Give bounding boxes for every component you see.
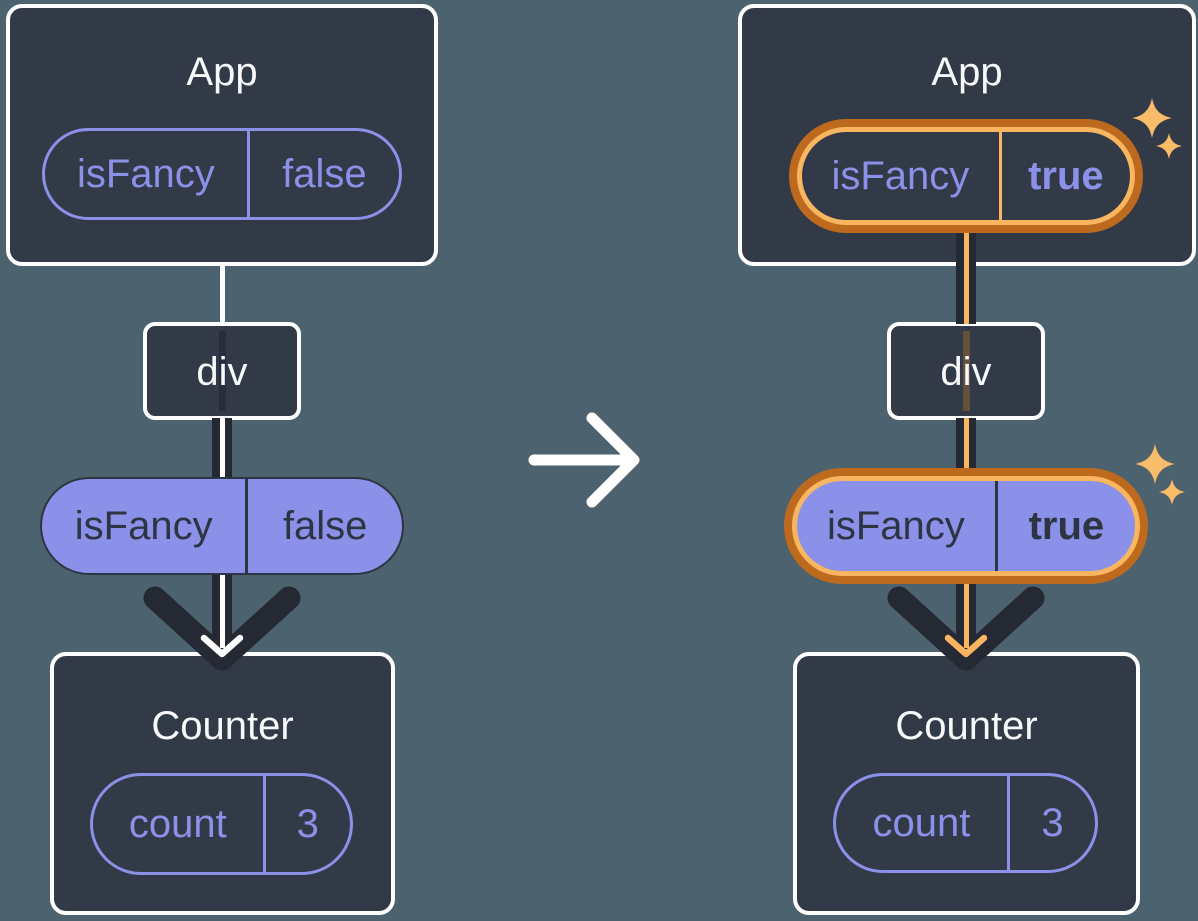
passed-prop-pill-after: isFancy true xyxy=(792,476,1140,576)
state-value: 3 xyxy=(262,776,350,872)
counter-title: Counter xyxy=(151,704,294,748)
transition-arrow-icon xyxy=(528,412,640,508)
down-arrow-icon xyxy=(200,634,244,658)
counter-title: Counter xyxy=(895,704,1038,748)
div-node-box-before: div xyxy=(143,322,301,420)
prop-flow-core xyxy=(963,228,969,324)
state-key: count xyxy=(128,801,227,846)
prop-flow-core xyxy=(219,418,225,482)
prop-key: isFancy xyxy=(76,151,215,196)
prop-value: false xyxy=(245,479,402,573)
down-arrow-icon xyxy=(944,634,988,658)
state-key: count xyxy=(872,800,971,845)
prop-key: isFancy xyxy=(831,153,970,198)
prop-value: false xyxy=(246,131,399,217)
counter-state-pill-after: count 3 xyxy=(833,773,1098,873)
prop-key: isFancy xyxy=(826,503,965,548)
sparkle-icon xyxy=(1156,133,1182,159)
div-node-box-after: div xyxy=(887,322,1045,420)
app-title: App xyxy=(931,50,1003,94)
sparkle-icon xyxy=(1132,98,1172,138)
passed-prop-pill-before: isFancy false xyxy=(40,477,404,575)
sparkle-icon xyxy=(1135,444,1175,484)
prop-flow-core xyxy=(963,575,969,648)
prop-flow-arrowhead-icon xyxy=(143,586,301,671)
pass-through-line xyxy=(219,331,226,411)
state-value: 3 xyxy=(1006,776,1095,870)
pass-through-line xyxy=(963,331,970,411)
prop-value: true xyxy=(998,132,1130,220)
prop-flow-core xyxy=(219,573,225,648)
sparkle-icon xyxy=(1159,479,1185,505)
div-label: div xyxy=(196,350,248,394)
app-prop-pill-after: isFancy true xyxy=(797,127,1135,225)
prop-flow-arrowhead-icon xyxy=(887,586,1045,671)
counter-state-pill-before: count 3 xyxy=(90,773,353,875)
app-prop-pill-before: isFancy false xyxy=(42,128,402,220)
tree-connector-line xyxy=(219,262,225,326)
prop-value: true xyxy=(994,481,1135,571)
prop-key: isFancy xyxy=(74,503,213,548)
app-title: App xyxy=(186,50,258,94)
prop-flow-core xyxy=(963,418,969,482)
div-label: div xyxy=(940,350,992,394)
